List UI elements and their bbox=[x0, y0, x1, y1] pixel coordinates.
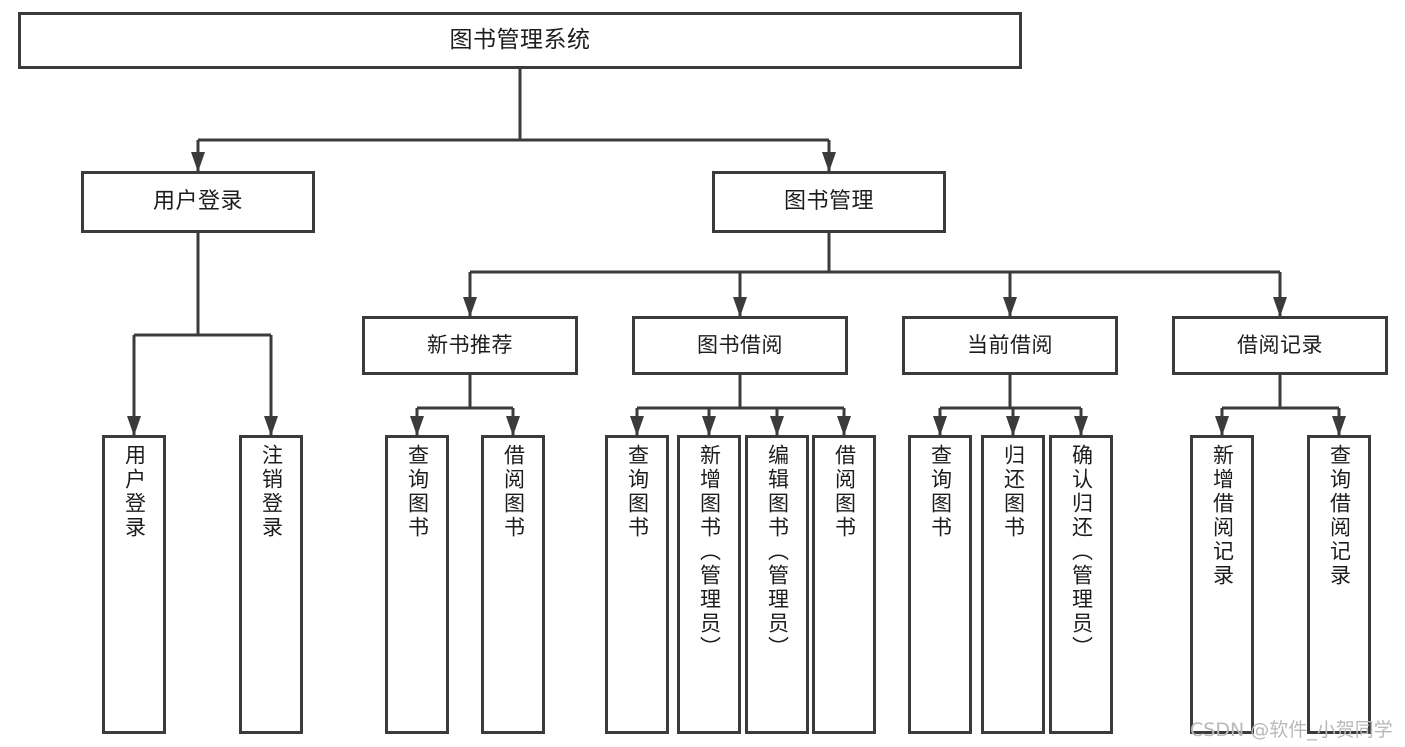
node-label: 查询借阅记录 bbox=[1327, 444, 1352, 588]
arrowhead-icon bbox=[1003, 297, 1017, 317]
node-leaf-query-record[interactable]: 查询借阅记录 bbox=[1307, 435, 1371, 734]
arrowhead-icon bbox=[933, 416, 947, 436]
arrowhead-icon bbox=[463, 297, 477, 317]
node-leaf-query-book-1[interactable]: 查询图书 bbox=[385, 435, 449, 734]
arrowhead-icon bbox=[506, 416, 520, 436]
node-leaf-confirm-return[interactable]: 确认归还（管理员） bbox=[1049, 435, 1113, 734]
node-borrow-record[interactable]: 借阅记录 bbox=[1172, 316, 1388, 375]
node-leaf-query-book-3[interactable]: 查询图书 bbox=[908, 435, 972, 734]
node-leaf-query-book-2[interactable]: 查询图书 bbox=[605, 435, 669, 734]
node-label: 图书借阅 bbox=[697, 332, 783, 357]
arrowhead-icon bbox=[1006, 416, 1020, 436]
node-leaf-borrow-book-2[interactable]: 借阅图书 bbox=[812, 435, 876, 734]
node-label: 注销登录 bbox=[259, 444, 284, 540]
arrowhead-icon bbox=[1215, 416, 1229, 436]
node-label: 用户登录 bbox=[122, 444, 147, 540]
node-label: 当前借阅 bbox=[967, 332, 1053, 357]
arrowhead-icon bbox=[822, 152, 836, 172]
arrowhead-icon bbox=[410, 416, 424, 436]
node-label: 查询图书 bbox=[625, 444, 650, 540]
node-leaf-add-record[interactable]: 新增借阅记录 bbox=[1190, 435, 1254, 734]
node-label: 归还图书 bbox=[1001, 444, 1026, 540]
node-new-book-rec[interactable]: 新书推荐 bbox=[362, 316, 578, 375]
node-label: 新书推荐 bbox=[427, 332, 513, 357]
arrowhead-icon bbox=[733, 297, 747, 317]
node-current-borrow[interactable]: 当前借阅 bbox=[902, 316, 1118, 375]
arrowhead-icon bbox=[1074, 416, 1088, 436]
node-leaf-user-login[interactable]: 用户登录 bbox=[102, 435, 166, 734]
node-leaf-return-book[interactable]: 归还图书 bbox=[981, 435, 1045, 734]
node-label: 查询图书 bbox=[405, 444, 430, 540]
node-book-mgmt[interactable]: 图书管理 bbox=[712, 171, 946, 233]
node-book-borrow[interactable]: 图书借阅 bbox=[632, 316, 848, 375]
node-label: 图书管理 bbox=[783, 188, 874, 214]
node-leaf-add-book[interactable]: 新增图书（管理员） bbox=[677, 435, 741, 734]
arrowhead-icon bbox=[1273, 297, 1287, 317]
node-leaf-borrow-book-1[interactable]: 借阅图书 bbox=[481, 435, 545, 734]
arrowhead-icon bbox=[127, 416, 141, 436]
node-label: 新增图书（管理员） bbox=[697, 444, 722, 660]
arrowhead-icon bbox=[264, 416, 278, 436]
node-label: 借阅图书 bbox=[832, 444, 857, 540]
arrowhead-icon bbox=[770, 416, 784, 436]
node-label: 图书管理系统 bbox=[449, 26, 591, 53]
node-label: 查询图书 bbox=[928, 444, 953, 540]
node-leaf-edit-book[interactable]: 编辑图书（管理员） bbox=[745, 435, 809, 734]
node-label: 用户登录 bbox=[152, 188, 243, 214]
arrowhead-icon bbox=[191, 152, 205, 172]
node-label: 编辑图书（管理员） bbox=[765, 444, 790, 660]
node-user-login[interactable]: 用户登录 bbox=[81, 171, 315, 233]
arrowhead-icon bbox=[1332, 416, 1346, 436]
node-label: 新增借阅记录 bbox=[1210, 444, 1235, 588]
node-leaf-logout[interactable]: 注销登录 bbox=[239, 435, 303, 734]
node-label: 确认归还（管理员） bbox=[1069, 444, 1094, 660]
arrowhead-icon bbox=[702, 416, 716, 436]
arrowhead-icon bbox=[630, 416, 644, 436]
node-label: 借阅记录 bbox=[1237, 332, 1323, 357]
arrowhead-icon bbox=[837, 416, 851, 436]
node-label: 借阅图书 bbox=[501, 444, 526, 540]
node-root[interactable]: 图书管理系统 bbox=[18, 12, 1022, 69]
